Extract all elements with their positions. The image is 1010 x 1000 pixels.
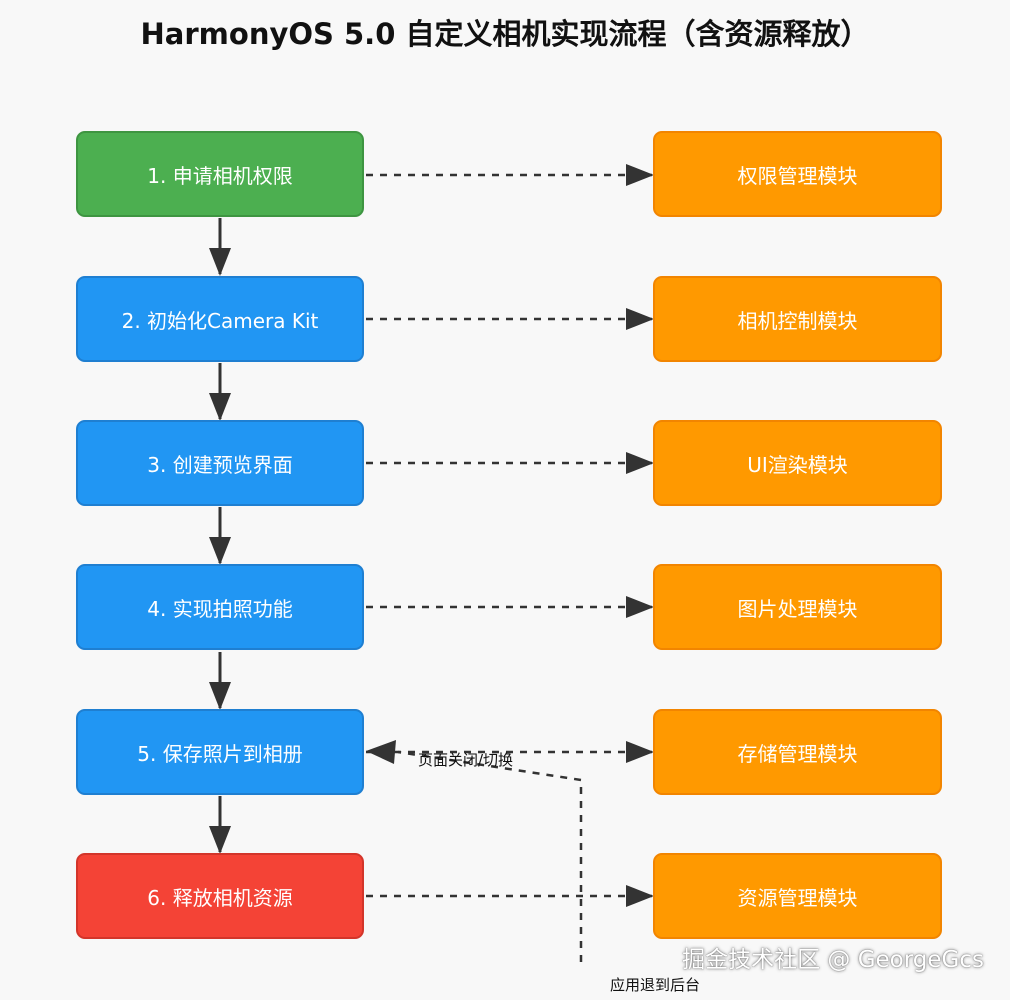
- module-4-label: 图片处理模块: [737, 596, 858, 621]
- module-3-label: UI渲染模块: [747, 452, 848, 477]
- module-permission: 权限管理模块: [653, 131, 942, 217]
- step-5-label: 5. 保存照片到相册: [137, 741, 303, 766]
- step-6-release-resources: 6. 释放相机资源: [76, 853, 364, 939]
- module-2-label: 相机控制模块: [737, 308, 858, 333]
- step-5-save-photo: 5. 保存照片到相册: [76, 709, 364, 795]
- step-2-label: 2. 初始化Camera Kit: [121, 308, 319, 333]
- step-3-create-preview: 3. 创建预览界面: [76, 420, 364, 506]
- step-3-label: 3. 创建预览界面: [147, 452, 293, 477]
- release-return-arrowhead: [366, 740, 396, 764]
- diagram-title: HarmonyOS 5.0 自定义相机实现流程（含资源释放）: [140, 17, 870, 51]
- module-resource: 资源管理模块: [653, 853, 942, 939]
- release-return-path: [397, 750, 583, 962]
- step-1-request-permission: 1. 申请相机权限: [76, 131, 364, 217]
- module-1-label: 权限管理模块: [737, 163, 858, 188]
- module-image-processing: 图片处理模块: [653, 564, 942, 650]
- module-camera-control: 相机控制模块: [653, 276, 942, 362]
- step-4-label: 4. 实现拍照功能: [147, 596, 293, 621]
- step-1-label: 1. 申请相机权限: [147, 163, 293, 188]
- module-6-label: 资源管理模块: [737, 885, 858, 910]
- step-2-init-camera-kit: 2. 初始化Camera Kit: [76, 276, 364, 362]
- edge-label-page-close: 页面关闭/切换: [418, 751, 514, 769]
- step-6-label: 6. 释放相机资源: [147, 885, 293, 910]
- edge-label-app-background: 应用退到后台: [610, 976, 701, 994]
- module-storage: 存储管理模块: [653, 709, 942, 795]
- step-4-take-photo: 4. 实现拍照功能: [76, 564, 364, 650]
- module-ui-render: UI渲染模块: [653, 420, 942, 506]
- watermark: 掘金技术社区 @ GeorgeGcs: [682, 947, 984, 973]
- module-5-label: 存储管理模块: [737, 741, 858, 766]
